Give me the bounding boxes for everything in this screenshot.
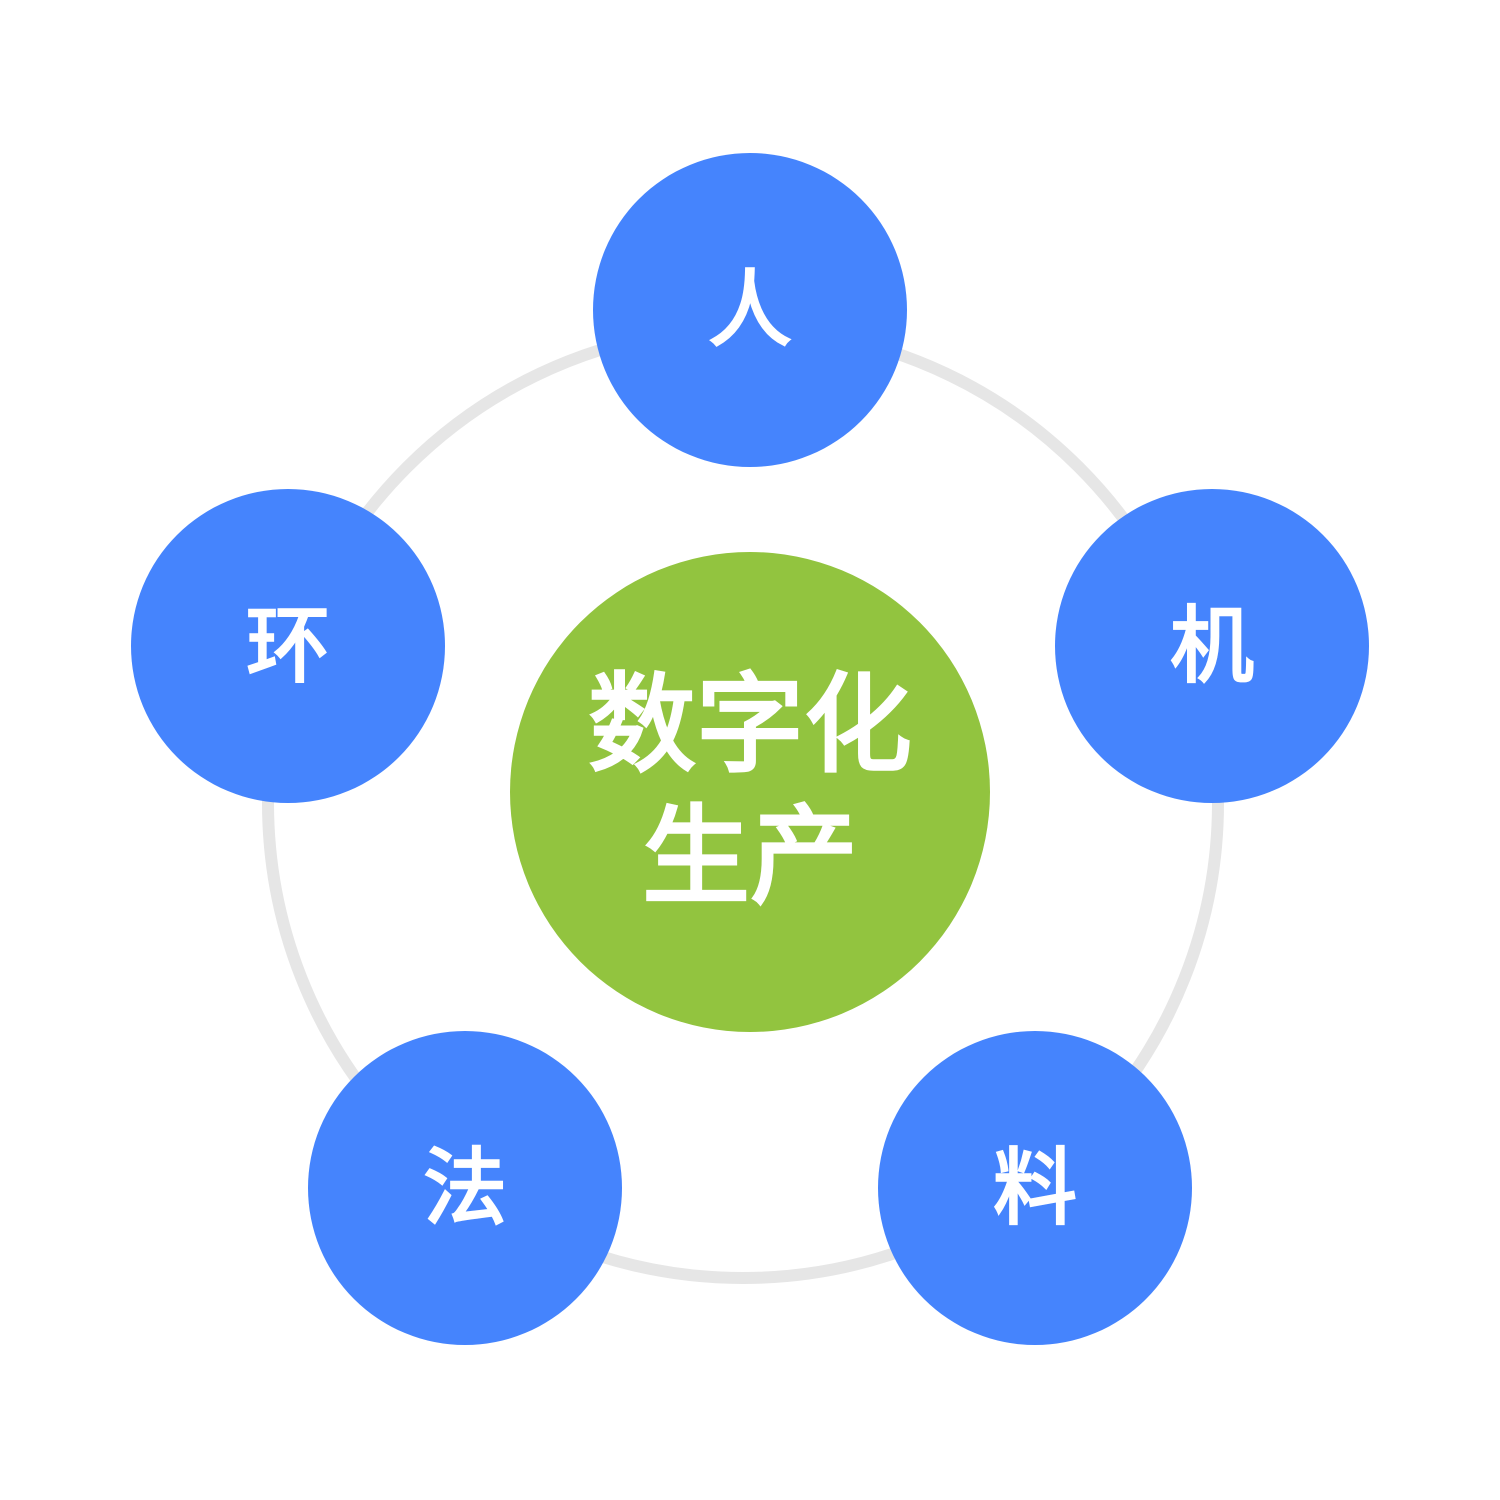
center-title-line1: 数字化 [587, 663, 912, 789]
center-circle: 数字化 生产 [510, 552, 990, 1032]
node-method: 法 [308, 1031, 622, 1345]
node-machine: 机 [1055, 489, 1369, 803]
node-label: 料 [992, 1139, 1077, 1237]
node-people: 人 [593, 153, 907, 467]
node-label: 法 [422, 1139, 507, 1237]
node-environment: 环 [131, 489, 445, 803]
node-label: 人 [707, 261, 792, 359]
node-label: 机 [1169, 597, 1254, 695]
node-label: 环 [245, 597, 330, 695]
node-material: 料 [878, 1031, 1192, 1345]
center-title-line2: 生产 [641, 795, 858, 920]
